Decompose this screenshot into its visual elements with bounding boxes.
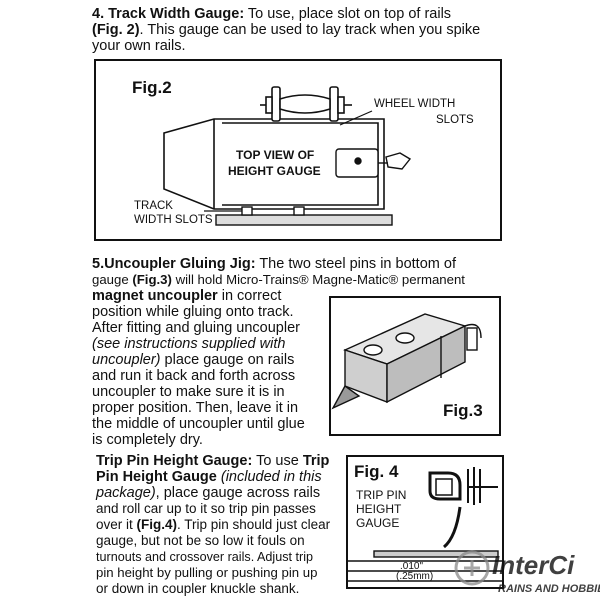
- section5-line10: proper position. Then, leave it in: [92, 400, 299, 416]
- fig3-box: Fig.3: [329, 296, 501, 436]
- section5-text: in correct: [217, 288, 282, 304]
- section4-text: To use, place slot on top of rails: [244, 6, 452, 22]
- track-width-label-1: TRACK: [134, 200, 173, 212]
- section6-italic: package): [96, 485, 156, 501]
- section6-line4: and roll car up to it so trip pin passes: [96, 501, 316, 516]
- gauge-base-icon: [348, 550, 502, 582]
- watermark-logo: InterCi RAINS AND HOBBIE: [454, 550, 600, 595]
- section5-text: The two steel pins in bottom of: [255, 256, 456, 272]
- fig4-caption-1: TRIP PIN: [356, 488, 406, 502]
- section5-line11: the middle of uncoupler until glue: [92, 416, 305, 432]
- section5-text: place gauge on rails: [160, 352, 295, 368]
- section5-line6: (see instructions supplied with: [92, 336, 286, 352]
- wheel-width-label-1: WHEEL WIDTH: [374, 98, 455, 110]
- fig4-reference: (Fig.4): [136, 517, 178, 532]
- fig4-caption-3: GAUGE: [356, 516, 399, 530]
- section5-text: will hold Micro-Trains® Magne-Matic® per…: [171, 272, 465, 287]
- fig4-label: Fig. 4: [354, 462, 399, 481]
- fig3-label: Fig.3: [443, 401, 483, 420]
- watermark-brand: InterCi: [492, 550, 575, 580]
- section5-line12: is completely dry.: [92, 432, 203, 448]
- fig3-illustration: Fig.3: [331, 313, 483, 420]
- section4-text: . This gauge can be used to lay track wh…: [139, 22, 481, 38]
- fig2-label: Fig.2: [132, 78, 172, 97]
- magnet-uncoupler-term: magnet uncoupler: [92, 288, 218, 304]
- section4-heading: 4. Track Width Gauge:: [92, 6, 245, 22]
- fig2-box: Fig.2 WHEEL WIDTH SLOTS TOP VIEW OF HEIG…: [94, 59, 502, 241]
- section5-text: gauge: [92, 272, 133, 287]
- dimension-inch: .010": [400, 561, 423, 572]
- fig2-reference: (Fig. 2): [92, 22, 140, 38]
- section4-line2: (Fig. 2). This gauge can be used to lay …: [92, 22, 480, 38]
- wheel-width-label-2: SLOTS: [436, 114, 474, 126]
- section5-line2: gauge (Fig.3) will hold Micro-Trains® Ma…: [92, 272, 465, 288]
- track-rails-icon: [215, 206, 393, 226]
- section5-line5: After fitting and gluing uncoupler: [92, 320, 300, 336]
- track-width-label-2: WIDTH SLOTS: [134, 214, 213, 226]
- section6-line1: Trip Pin Height Gauge: To use Trip: [96, 453, 329, 469]
- fig3-reference: (Fig.3): [132, 272, 172, 287]
- section6-text: . Trip pin should just clear: [177, 517, 331, 532]
- section4-line1: 4. Track Width Gauge: To use, place slot…: [92, 6, 451, 22]
- section6-text: To use: [252, 453, 303, 469]
- coupler-detail-icon: [335, 148, 412, 178]
- fig2-illustration: Fig.2 WHEEL WIDTH SLOTS TOP VIEW OF HEIG…: [132, 78, 474, 226]
- section6-line6: gauge, but not be so low it fouls on: [96, 533, 305, 548]
- section5-line7: uncoupler) place gauge on rails: [92, 352, 294, 368]
- section6-heading-b: Trip: [302, 453, 330, 469]
- section5-line1: 5.Uncoupler Gluing Jig: The two steel pi…: [92, 256, 456, 272]
- section6-line9: or down in coupler knuckle shank.: [96, 581, 300, 596]
- section4-line3: your own rails.: [92, 38, 186, 54]
- section5-line8: and run it back and forth across: [92, 368, 296, 384]
- section5-italic: uncoupler): [92, 352, 161, 368]
- section6-text: over it: [96, 517, 137, 532]
- section5-line4: position while gluing onto track.: [92, 304, 294, 320]
- section6-heading: Trip Pin Height Gauge:: [96, 453, 253, 469]
- fig4-caption-2: HEIGHT: [356, 502, 402, 516]
- section6-box: [92, 450, 336, 580]
- coupler-trip-pin-icon: [428, 467, 498, 549]
- dimension-mm: (.25mm): [396, 571, 433, 582]
- top-view-label-1: TOP VIEW OF: [236, 148, 314, 162]
- section5-line3: magnet uncoupler in correct: [92, 288, 281, 304]
- watermark: InterCi RAINS AND HOBBIE: [448, 540, 600, 600]
- section6-italic: (included in this: [216, 469, 322, 485]
- section6-line8: pin height by pulling or pushing pin up: [96, 565, 318, 580]
- section6-line5: over it (Fig.4). Trip pin should just cl…: [96, 517, 330, 533]
- section6-bold: Pin Height Gauge: [96, 469, 217, 485]
- section5-line9: uncoupler to make sure it is in: [92, 384, 285, 400]
- watermark-tagline: RAINS AND HOBBIE: [498, 583, 600, 595]
- section6-line2: Pin Height Gauge (included in this: [96, 469, 322, 485]
- section6-line3: package), place gauge across rails: [96, 485, 320, 501]
- top-view-label-2: HEIGHT GAUGE: [228, 164, 321, 178]
- uncoupler-jig-icon: [331, 313, 482, 410]
- section6-line7: turnouts and crossover rails. Adjust tri…: [96, 550, 313, 564]
- wheelset-icon: [260, 86, 352, 122]
- section6-text: , place gauge across rails: [155, 485, 321, 501]
- section5-heading: 5.Uncoupler Gluing Jig:: [92, 256, 256, 272]
- fig4-illustration: Fig. 4 TRIP PIN HEIGHT GAUGE .010" (.25m…: [348, 462, 502, 582]
